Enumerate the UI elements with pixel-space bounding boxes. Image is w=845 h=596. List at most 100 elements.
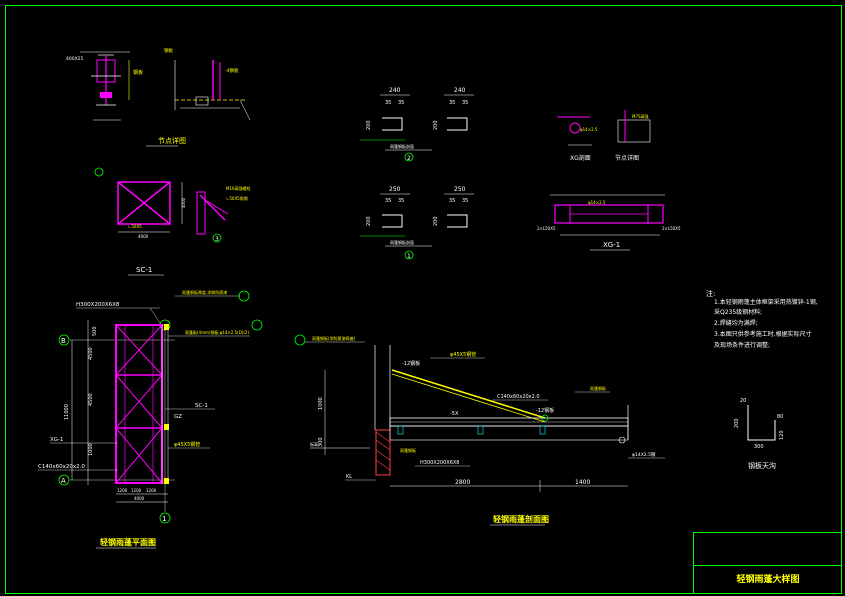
- svg-text:-4钢板: -4钢板: [225, 67, 239, 74]
- svg-text:2×L50X5: 2×L50X5: [662, 226, 681, 231]
- svg-text:35: 35: [385, 198, 391, 204]
- svg-text:500: 500: [92, 326, 98, 336]
- node-detail-title: 节点详图: [158, 136, 186, 145]
- svg-text:35: 35: [385, 100, 391, 106]
- svg-text:4500: 4500: [88, 393, 94, 406]
- svg-text:4000: 4000: [138, 234, 149, 239]
- svg-text:H300X200X6X8: H300X200X6X8: [76, 302, 120, 308]
- gutter-title: 钢板天沟: [748, 461, 776, 470]
- svg-text:200: 200: [433, 216, 439, 226]
- svg-text:φ14X2.5钢: φ14X2.5钢: [632, 451, 656, 458]
- svg-text:φ45X5钢管: φ45X5钢管: [450, 351, 476, 358]
- svg-text:1200: 1200: [146, 488, 157, 493]
- svg-text:C140x60x20x2.0: C140x60x20x2.0: [497, 394, 540, 400]
- svg-text:35: 35: [398, 198, 404, 204]
- svg-text:A: A: [61, 477, 66, 485]
- svg-text:SC-1: SC-1: [195, 403, 208, 409]
- svg-text:1000: 1000: [88, 443, 94, 456]
- svg-text:35: 35: [462, 198, 468, 204]
- svg-text:20: 20: [740, 398, 746, 404]
- svg-text:标高: 标高: [310, 441, 318, 447]
- svg-text:300: 300: [754, 444, 764, 450]
- svg-text:雨蓬钢板: 雨蓬钢板: [590, 385, 606, 391]
- svg-text:300: 300: [318, 437, 324, 447]
- sc1-bracing: 4000 4000 ∟50X5 SC-1 M16高强螺栓 ∟50X5角钢 3: [94, 167, 251, 276]
- svg-text:φ14×2.5: φ14×2.5: [588, 200, 606, 205]
- sc1-title: SC-1: [136, 266, 152, 274]
- svg-text:1400: 1400: [575, 479, 590, 486]
- gutter-detail: 20 200 300 80 120 钢板天沟: [734, 398, 785, 470]
- xg-section: φ14×2.5 XG剖面 M7S高强 节点详图: [557, 110, 651, 162]
- svg-text:M7S高强: M7S高强: [632, 113, 649, 119]
- svg-text:2×L50X5: 2×L50X5: [537, 226, 556, 231]
- svg-text:钢板: 钢板: [133, 69, 143, 76]
- svg-text:XG-1: XG-1: [50, 437, 64, 443]
- svg-text:雨蓬板(4mm)钢板,φ14×2.5(D)(2): 雨蓬板(4mm)钢板,φ14×2.5(D)(2): [185, 329, 249, 335]
- note-line-4: 3.本图只供参考施工时,根据实际尺寸: [714, 330, 812, 338]
- svg-text:4500: 4500: [88, 347, 94, 360]
- svg-text:雨蓬钢板剖面: 雨蓬钢板剖面: [390, 143, 414, 149]
- detail-1-group: 250 250 35 35 35 35 200 200 雨蓬钢板剖面 1: [360, 186, 474, 260]
- svg-text:200: 200: [433, 120, 439, 130]
- notes-block: 注: 1.本轻钢雨蓬主体框架采用热镀锌-1钢, 采Q235级钢材料; 2.焊缝均…: [706, 289, 818, 349]
- svg-text:2800: 2800: [455, 479, 470, 486]
- svg-text:4000: 4000: [181, 197, 186, 208]
- svg-text:φ14×2.5: φ14×2.5: [580, 127, 598, 132]
- svg-text:M16高强螺栓: M16高强螺栓: [226, 185, 251, 191]
- svg-text:雨蓬钢板剖面: 雨蓬钢板剖面: [390, 239, 414, 245]
- svg-text:80: 80: [777, 414, 783, 420]
- svg-text:240: 240: [389, 87, 401, 94]
- plan-title: 轻钢雨蓬平面图: [100, 537, 156, 547]
- svg-text:-12钢板: -12钢板: [402, 360, 420, 367]
- svg-text:35: 35: [449, 100, 455, 106]
- svg-text:35: 35: [462, 100, 468, 106]
- svg-text:1200: 1200: [117, 488, 128, 493]
- detail-2-group: 240 240 35 35 35 35 200 200 雨蓬钢板剖面 2: [360, 87, 474, 162]
- xg1-detail: 2×L50X5 2×L50X5 φ14×2.5 XG-1: [537, 194, 681, 251]
- sheet-title: 轻钢雨蓬大样图: [736, 573, 799, 585]
- xg-section-title: XG剖面: [570, 154, 591, 162]
- svg-text:200: 200: [366, 120, 372, 130]
- svg-text:35: 35: [398, 100, 404, 106]
- notes-heading: 注:: [706, 289, 715, 298]
- note-line-3: 2.焊缝均为满焊;: [714, 319, 758, 327]
- drawing-frame: [5, 5, 842, 594]
- svg-text:35: 35: [449, 198, 455, 204]
- detail-num-3: 3: [215, 236, 219, 243]
- svg-text:雨蓬钢板(涂防腐漆两遍): 雨蓬钢板(涂防腐漆两遍): [312, 335, 356, 341]
- svg-text:H300X200X6X8: H300X200X6X8: [420, 460, 460, 466]
- svg-text:200: 200: [734, 418, 740, 428]
- svg-text:GZ: GZ: [174, 414, 182, 420]
- svg-text:1200: 1200: [131, 488, 142, 493]
- svg-text:∟50X5: ∟50X5: [128, 224, 142, 229]
- svg-text:雨蓬钢板厚度,涂刷防腐漆: 雨蓬钢板厚度,涂刷防腐漆: [182, 289, 227, 295]
- svg-text:250: 250: [389, 186, 401, 193]
- svg-text:-5X: -5X: [450, 411, 459, 417]
- note-line-2: 采Q235级钢材料;: [714, 308, 762, 316]
- detail-num-2: 2: [407, 155, 411, 162]
- xg1-title: XG-1: [603, 241, 620, 249]
- svg-text:4000: 4000: [134, 496, 145, 501]
- svg-text:250: 250: [454, 186, 466, 193]
- svg-text:雨蓬钢板: 雨蓬钢板: [400, 447, 416, 453]
- title-block: 轻钢雨蓬大样图: [693, 532, 842, 594]
- svg-text:C140x60x20x2.0: C140x60x20x2.0: [38, 464, 85, 470]
- node-title-2: 节点详图: [615, 154, 639, 162]
- svg-text:∟50X5角钢: ∟50X5角钢: [226, 195, 248, 201]
- svg-text:11000: 11000: [64, 404, 70, 420]
- section-view: 雨蓬钢板(涂防腐漆两遍) 1000 300 标高 2800 1400 KL: [294, 334, 665, 526]
- svg-text:B: B: [61, 337, 66, 345]
- note-line-1: 1.本轻钢雨蓬主体框架采用热镀锌-1钢,: [714, 298, 818, 306]
- svg-text:400X25: 400X25: [66, 56, 84, 62]
- svg-text:1000: 1000: [318, 397, 324, 410]
- svg-text:200: 200: [366, 216, 372, 226]
- svg-text:-12钢板: -12钢板: [536, 407, 554, 414]
- note-line-5: 及现场条件进行调整;: [714, 341, 770, 349]
- svg-text:钢板: 钢板: [164, 47, 173, 54]
- svg-text:120: 120: [779, 430, 785, 440]
- detail-num-1: 1: [407, 253, 411, 260]
- plan-view: B A 1 11000 500 4500 4500 100: [38, 289, 263, 549]
- svg-text:KL: KL: [346, 474, 352, 480]
- svg-text:φ45X5钢管: φ45X5钢管: [174, 441, 200, 448]
